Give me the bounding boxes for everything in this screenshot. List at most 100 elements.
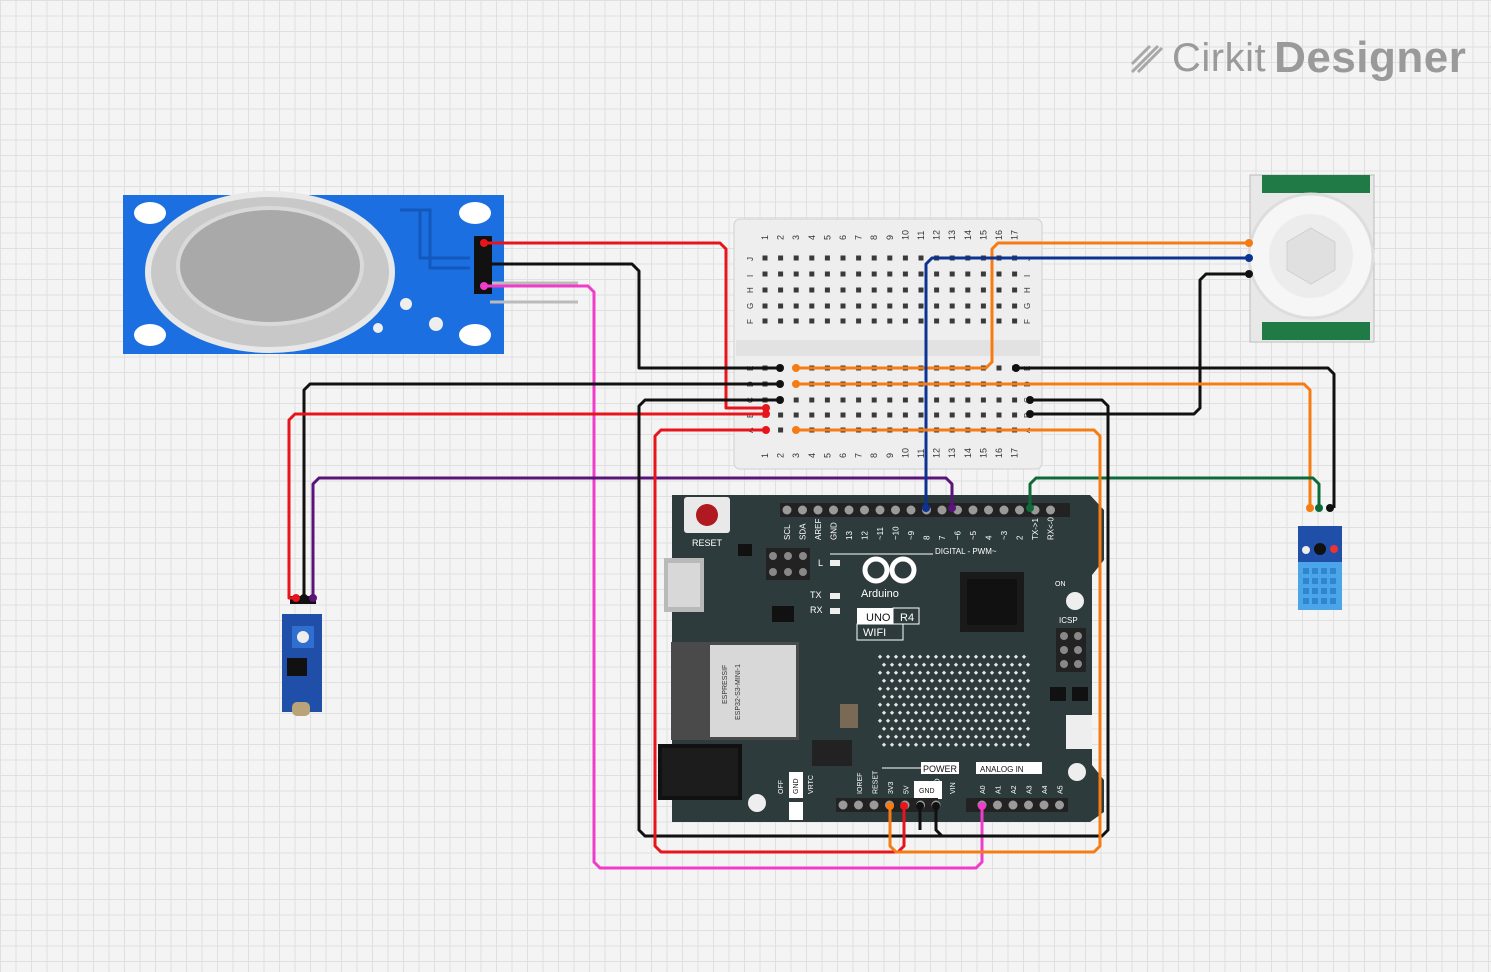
breadboard-hole[interactable] [871,303,877,309]
mq-gas-sensor[interactable] [123,191,578,354]
breadboard-hole[interactable] [965,287,971,293]
header-pin[interactable] [999,505,1009,515]
header-pin[interactable] [1015,505,1024,515]
header-pin[interactable] [844,505,854,515]
breadboard-hole[interactable] [980,397,986,403]
header-pin[interactable] [1024,800,1033,810]
breadboard-hole[interactable] [778,412,784,418]
breadboard-hole[interactable] [778,287,784,293]
breadboard-hole[interactable] [1012,271,1018,277]
breadboard-hole[interactable] [887,397,893,403]
breadboard-hole[interactable] [965,271,971,277]
breadboard-hole[interactable] [934,271,940,277]
breadboard-hole[interactable] [887,255,893,261]
breadboard-hole[interactable] [996,318,1002,324]
breadboard-hole[interactable] [762,271,768,277]
header-pin[interactable] [1055,800,1064,810]
breadboard-hole[interactable] [1012,412,1018,418]
breadboard-hole[interactable] [793,412,799,418]
header-pin[interactable] [813,505,823,515]
breadboard-hole[interactable] [918,287,924,293]
breadboard-hole[interactable] [793,287,799,293]
breadboard-hole[interactable] [809,412,815,418]
breadboard-hole[interactable] [856,318,862,324]
breadboard-hole[interactable] [809,287,815,293]
breadboard-hole[interactable] [840,318,846,324]
breadboard-hole[interactable] [824,271,830,277]
breadboard-hole[interactable] [856,287,862,293]
breadboard-hole[interactable] [1012,397,1018,403]
breadboard-hole[interactable] [762,318,768,324]
breadboard-hole[interactable] [840,287,846,293]
header-pin[interactable] [891,505,900,515]
breadboard-hole[interactable] [809,255,815,261]
breadboard-hole[interactable] [840,397,846,403]
breadboard-hole[interactable] [996,287,1002,293]
breadboard-hole[interactable] [1012,303,1018,309]
breadboard-hole[interactable] [840,255,846,261]
breadboard-hole[interactable] [762,303,768,309]
breadboard-hole[interactable] [871,397,877,403]
breadboard-hole[interactable] [918,318,924,324]
header-pin[interactable] [1008,800,1018,810]
breadboard-hole[interactable] [809,318,815,324]
breadboard-hole[interactable] [949,303,955,309]
breadboard-hole[interactable] [980,303,986,309]
breadboard-hole[interactable] [996,365,1002,371]
header-pin[interactable] [1039,800,1049,810]
breadboard-hole[interactable] [902,255,908,261]
breadboard-hole[interactable] [996,303,1002,309]
header-pin[interactable] [838,800,848,810]
header-pin[interactable] [984,505,993,515]
breadboard-hole[interactable] [762,287,768,293]
header-pin[interactable] [993,800,1002,810]
breadboard-hole[interactable] [840,412,846,418]
breadboard-hole[interactable] [949,271,955,277]
breadboard-hole[interactable] [871,412,877,418]
breadboard-hole[interactable] [809,303,815,309]
breadboard-hole[interactable] [902,303,908,309]
reset-button-cap[interactable] [696,504,718,526]
header-pin[interactable] [869,800,879,810]
breadboard-hole[interactable] [856,255,862,261]
breadboard-hole[interactable] [918,255,924,261]
breadboard-hole[interactable] [1012,318,1018,324]
header-pin[interactable] [968,505,978,515]
breadboard-hole[interactable] [809,397,815,403]
breadboard-hole[interactable] [996,397,1002,403]
breadboard-hole[interactable] [793,271,799,277]
breadboard-hole[interactable] [887,271,893,277]
header-pin[interactable] [829,505,838,515]
breadboard-hole[interactable] [856,412,862,418]
breadboard-hole[interactable] [778,255,784,261]
breadboard-hole[interactable] [965,412,971,418]
breadboard-hole[interactable] [902,287,908,293]
breadboard-hole[interactable] [934,397,940,403]
dht11-sensor[interactable] [1298,526,1342,610]
breadboard-hole[interactable] [871,255,877,261]
breadboard-hole[interactable] [871,271,877,277]
breadboard-hole[interactable] [980,412,986,418]
breadboard-hole[interactable] [980,271,986,277]
breadboard-hole[interactable] [965,318,971,324]
breadboard-hole[interactable] [856,271,862,277]
breadboard-hole[interactable] [824,303,830,309]
breadboard-hole[interactable] [980,287,986,293]
breadboard-hole[interactable] [824,255,830,261]
breadboard-hole[interactable] [887,287,893,293]
header-pin[interactable] [1046,505,1055,515]
header-pin[interactable] [937,505,947,515]
breadboard-hole[interactable] [902,412,908,418]
breadboard-hole[interactable] [902,397,908,403]
breadboard-hole[interactable] [934,287,940,293]
breadboard-hole[interactable] [996,271,1002,277]
header-pin[interactable] [860,505,869,515]
breadboard-hole[interactable] [793,397,799,403]
breadboard-hole[interactable] [996,412,1002,418]
breadboard-hole[interactable] [793,318,799,324]
breadboard-hole[interactable] [949,318,955,324]
breadboard-hole[interactable] [1012,287,1018,293]
breadboard-hole[interactable] [934,412,940,418]
